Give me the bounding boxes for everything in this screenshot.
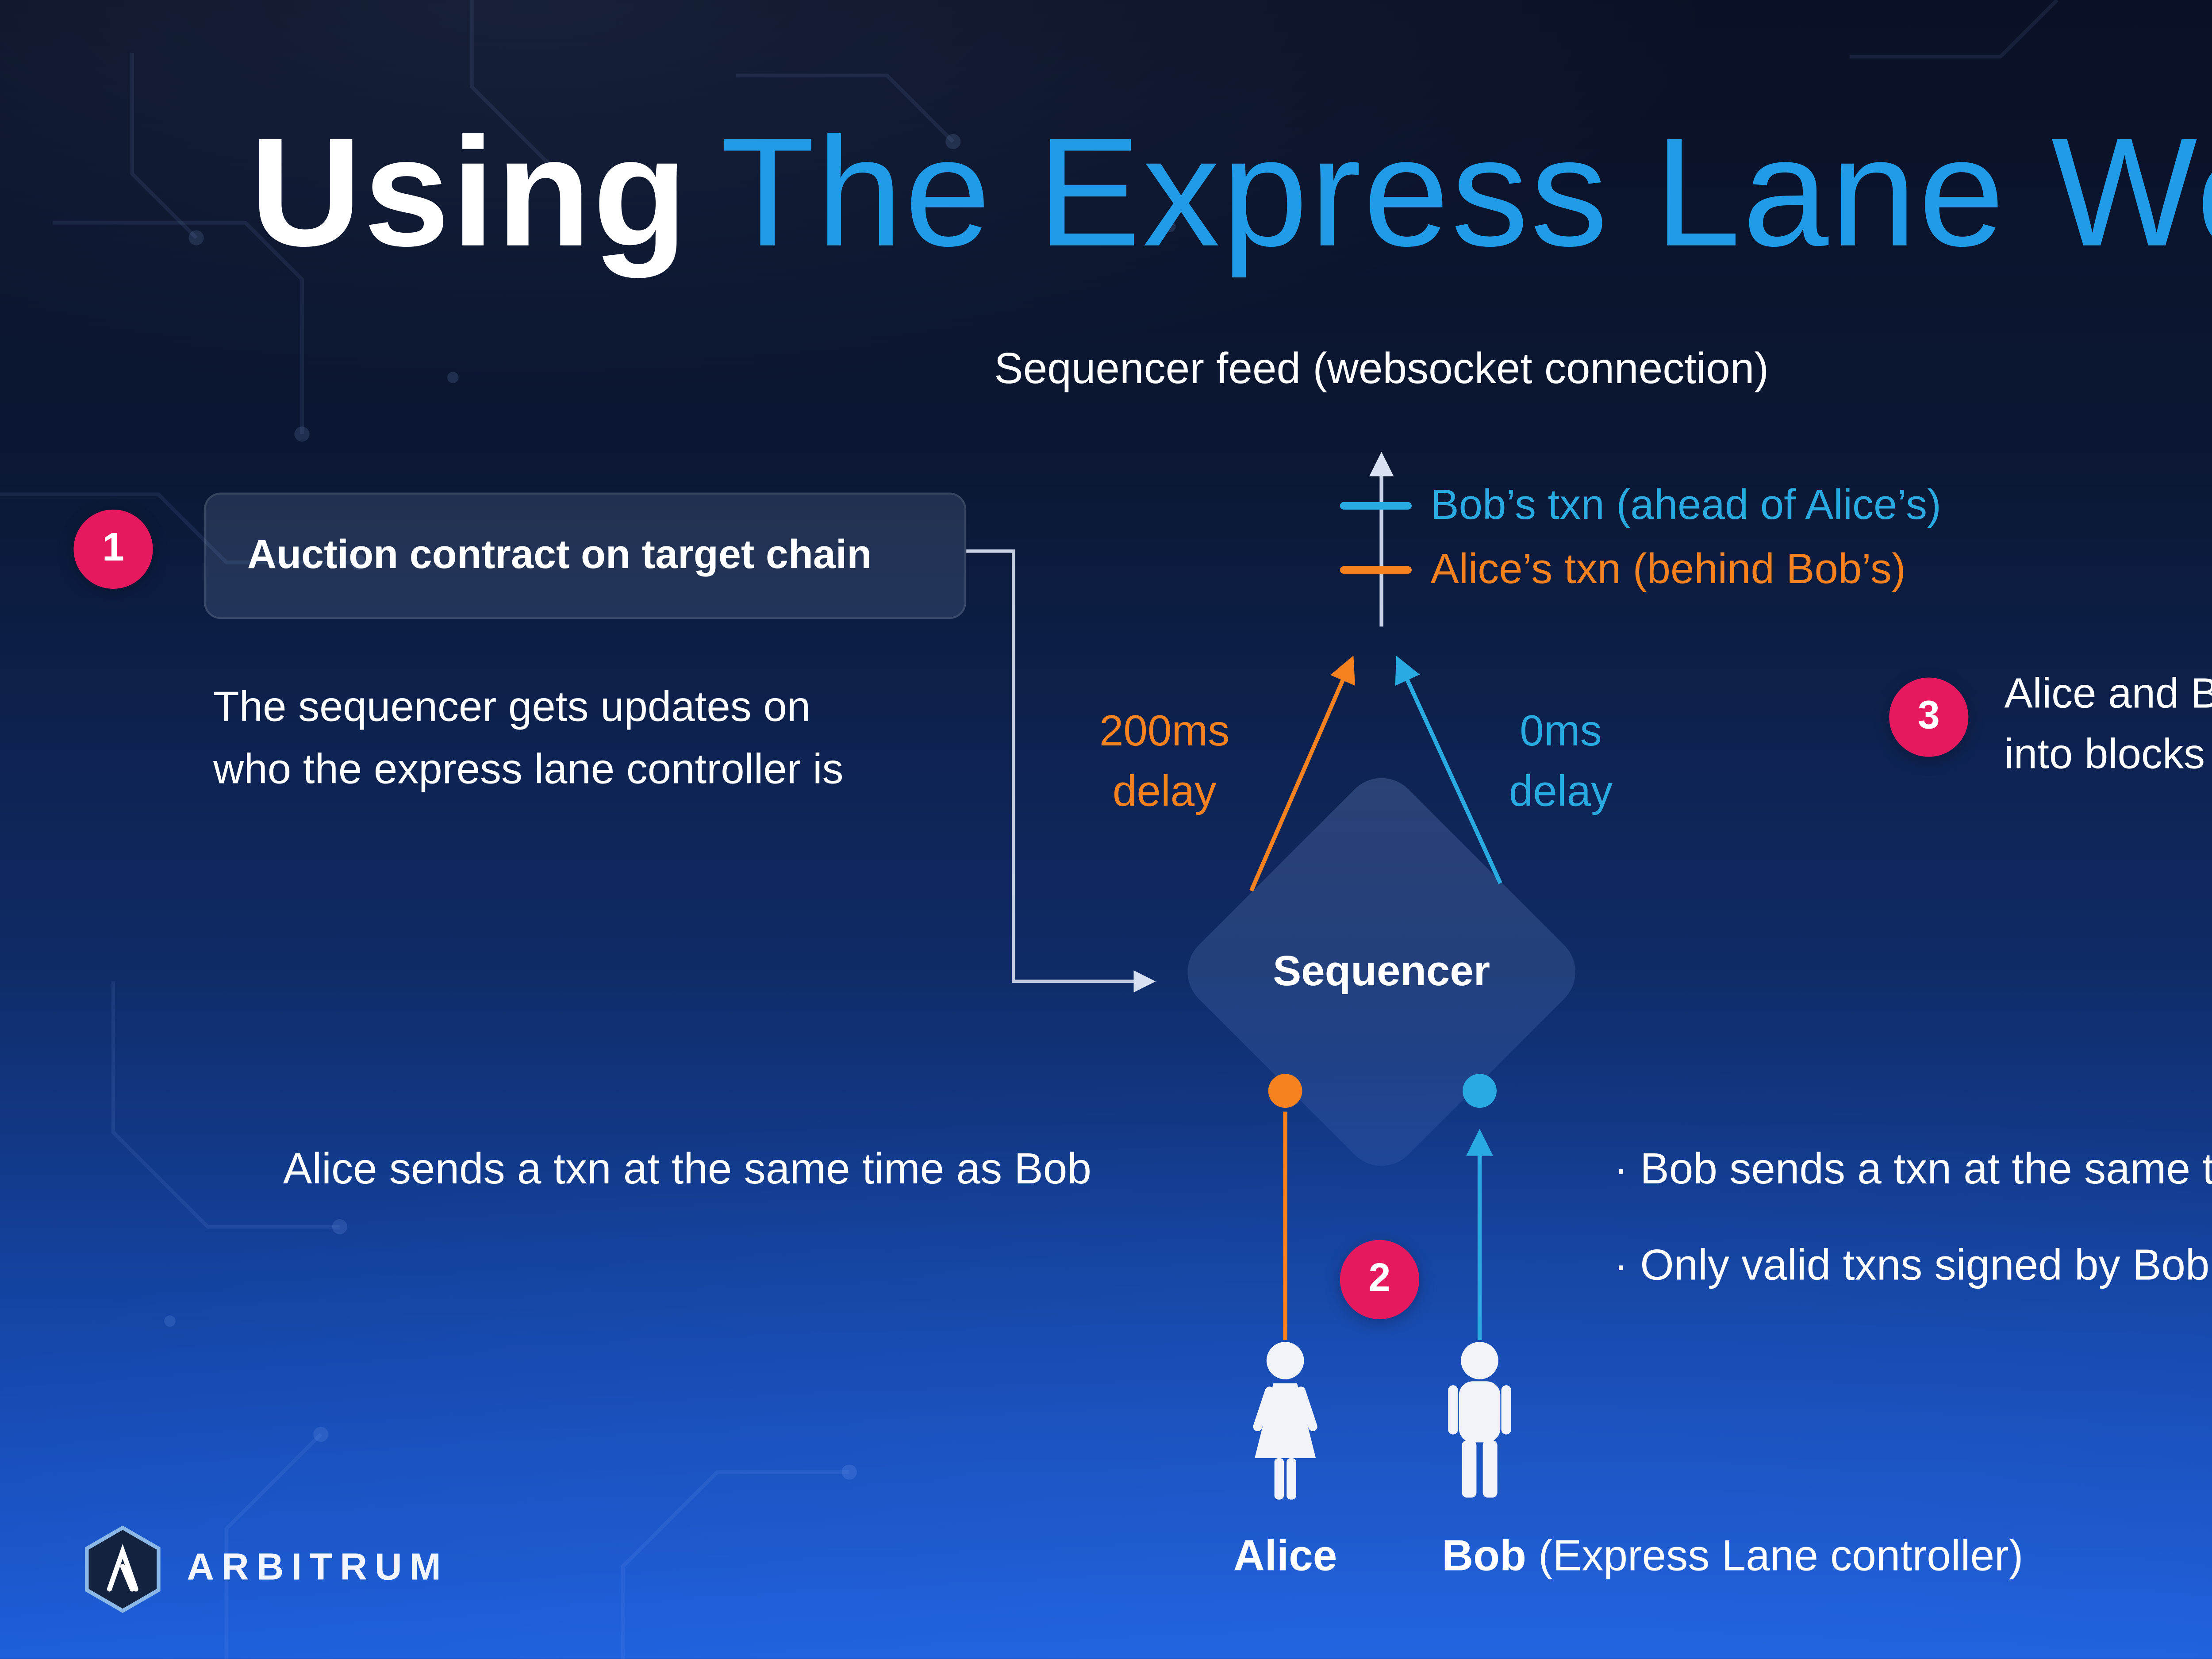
- alice-name-label: Alice: [1233, 1530, 1337, 1580]
- bob-txn-line-swatch: [1340, 502, 1412, 510]
- bob-role-suffix: (Express Lane controller): [1526, 1530, 2024, 1580]
- step-3-badge: 3: [1889, 677, 1969, 757]
- step-1-description-line-2: who the express lane controller is: [213, 745, 844, 793]
- alice-delay-word: delay: [1112, 766, 1217, 815]
- legend-alice-txn-label: Alice’s txn (behind Bob’s): [1430, 545, 1906, 593]
- bob-delay-word: delay: [1509, 766, 1613, 815]
- bob-person-icon: [1448, 1342, 1511, 1498]
- bob-delay-value: 0ms: [1520, 706, 1602, 755]
- title-rest: The Express Lane Workflow: [720, 108, 2212, 280]
- title-emphasis: Using: [250, 108, 690, 280]
- step-1-badge: 1: [73, 509, 153, 589]
- sequencer-feed-label: Sequencer feed (websocket connection): [994, 343, 1769, 393]
- step-3-description-line-2: into blocks based on timestamp: [2004, 730, 2212, 778]
- alice-figure: [1234, 1342, 1336, 1519]
- alice-delay-value: 200ms: [1099, 706, 1230, 755]
- legend-bob-txn: Bob’s txn (ahead of Alice’s): [1340, 481, 1941, 530]
- legend-bob-txn-label: Bob’s txn (ahead of Alice’s): [1430, 481, 1941, 529]
- step-1-description: The sequencer gets updates on who the ex…: [213, 676, 844, 800]
- bob-name: Bob: [1442, 1530, 1526, 1580]
- arbitrum-logo-icon: [84, 1525, 161, 1613]
- sequencer-node-label: Sequencer: [1273, 947, 1490, 995]
- step-1-description-line-1: The sequencer gets updates on: [213, 683, 811, 730]
- step-3-description: Alice and Bob's txns get ordered into bl…: [2004, 664, 2212, 785]
- alice-txn-line-swatch: [1340, 566, 1412, 574]
- alice-delay-label: 200ms delay: [1099, 700, 1230, 821]
- bob-name-label: Bob (Express Lane controller): [1442, 1531, 2023, 1582]
- bob-figure: [1429, 1342, 1530, 1519]
- legend-alice-txn: Alice’s txn (behind Bob’s): [1340, 545, 1906, 595]
- bob-delay-label: 0ms delay: [1509, 700, 1613, 821]
- arbitrum-logo-text: ARBITRUM: [187, 1548, 449, 1589]
- alice-person-icon: [1253, 1342, 1317, 1500]
- auction-contract-box: Auction contract on target chain: [204, 492, 967, 619]
- step-2-badge: 2: [1340, 1240, 1420, 1319]
- auction-contract-label: Auction contract on target chain: [247, 532, 872, 578]
- alice-note: Alice sends a txn at the same time as Bo…: [283, 1144, 1091, 1193]
- bob-note-1: · Bob sends a txn at the same time as Al…: [1613, 1144, 2212, 1193]
- step-3-description-line-1: Alice and Bob's txns get ordered: [2004, 670, 2212, 718]
- arbitrum-logo: ARBITRUM: [83, 1525, 449, 1614]
- bob-note-2: · Only valid txns signed by Bob are acce…: [1613, 1240, 2212, 1289]
- bob-notes: · Bob sends a txn at the same time as Al…: [1613, 1144, 2212, 1291]
